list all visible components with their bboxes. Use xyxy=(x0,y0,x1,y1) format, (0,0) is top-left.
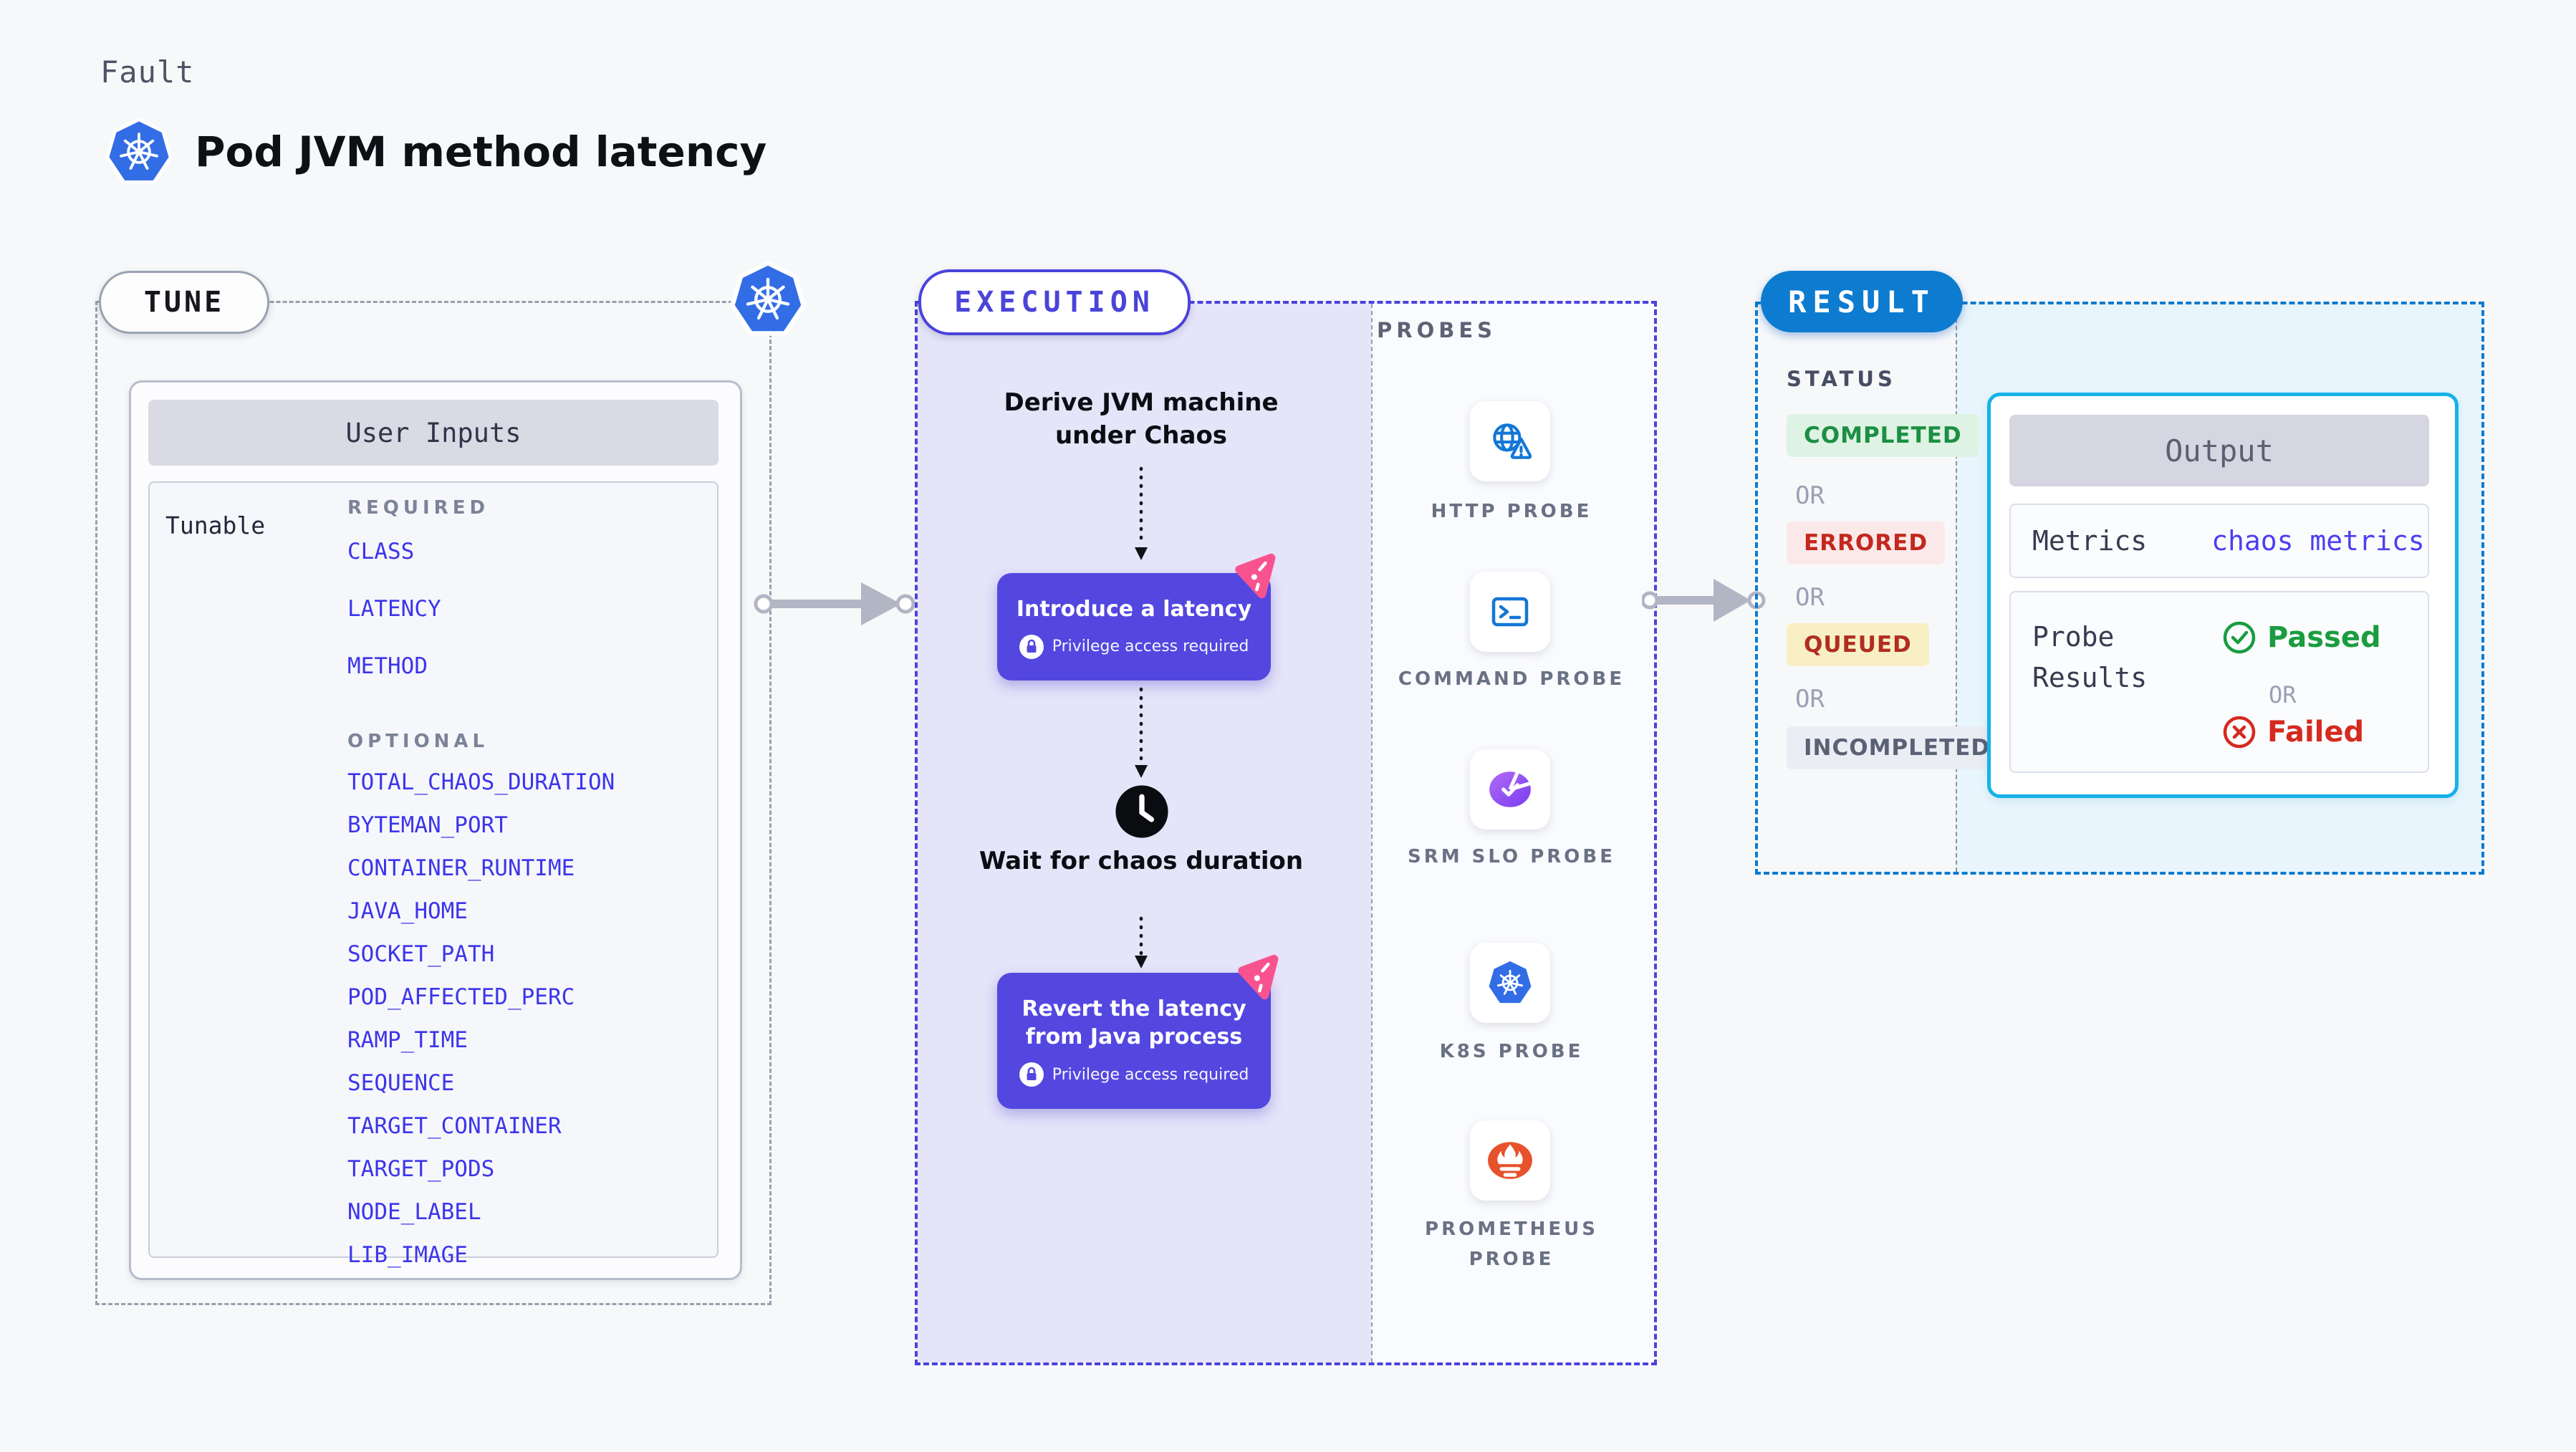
x-circle-icon xyxy=(2223,716,2256,749)
or-separator: OR xyxy=(2269,681,2297,708)
probe-card-srm-slo xyxy=(1470,749,1550,830)
parameter-column: REQUIRED CLASS LATENCY METHOD OPTIONAL T… xyxy=(347,497,615,1285)
user-inputs-list: Tunable REQUIRED CLASS LATENCY METHOD OP… xyxy=(148,481,719,1268)
param-total-chaos-duration: TOTAL_CHAOS_DURATION xyxy=(347,769,615,795)
status-column-label: STATUS xyxy=(1787,367,1896,391)
privilege-note-text: Privilege access required xyxy=(1052,1065,1249,1084)
step-derive-jvm: Derive JVM machine under Chaos xyxy=(1004,388,1279,450)
probe-label-prometheus: PROMETHEUS PROBE xyxy=(1425,1218,1598,1270)
probe-result-passed: Passed xyxy=(2223,621,2381,654)
probe-result-failed: Failed xyxy=(2223,716,2364,749)
tune-badge: TUNE xyxy=(99,271,269,334)
globe-alert-icon xyxy=(1493,423,1532,459)
execution-badge: EXECUTION xyxy=(918,269,1191,335)
dotted-arrow-down-icon xyxy=(1135,687,1148,778)
probe-results-label: Probe Results xyxy=(2032,621,2148,693)
status-badge-incompleted: INCOMPLETED xyxy=(1787,726,2008,769)
result-badge: RESULT xyxy=(1761,271,1963,332)
metrics-value: chaos metrics xyxy=(2211,525,2425,557)
probe-label-srm-slo: SRM SLO PROBE xyxy=(1408,846,1615,867)
lock-icon xyxy=(1019,1062,1044,1087)
dotted-arrow-down-icon xyxy=(1135,466,1148,560)
execution-to-result-arrow xyxy=(1642,579,1766,622)
check-circle-icon xyxy=(2223,621,2256,654)
clock-icon xyxy=(1115,785,1168,838)
step-wait-duration: Wait for chaos duration xyxy=(979,847,1304,875)
status-badge-errored: ERRORED xyxy=(1787,521,1946,564)
passed-label: Passed xyxy=(2267,621,2381,654)
kubernetes-icon xyxy=(1489,961,1532,1004)
param-socket-path: SOCKET_PATH xyxy=(347,941,495,967)
param-pod-affected-perc: POD_AFFECTED_PERC xyxy=(347,984,575,1010)
user-inputs-header: User Inputs xyxy=(148,400,719,466)
param-target-container: TARGET_CONTAINER xyxy=(347,1113,562,1139)
probe-card-http xyxy=(1470,401,1550,481)
metrics-label: Metrics xyxy=(2032,525,2148,557)
privilege-note: Privilege access required xyxy=(1019,1062,1249,1087)
probe-card-prometheus xyxy=(1470,1120,1550,1201)
param-target-pods: TARGET_PODS xyxy=(347,1156,495,1182)
step-introduce-latency-box: Introduce a latency Privilege access req… xyxy=(997,573,1271,681)
param-class: CLASS xyxy=(347,539,415,564)
kubernetes-icon xyxy=(105,117,173,184)
optional-group-label: OPTIONAL xyxy=(347,731,489,752)
slo-check-icon xyxy=(1489,771,1531,807)
required-group-label: REQUIRED xyxy=(347,497,490,519)
probes-column-label: PROBES xyxy=(1377,318,1497,342)
status-badge-queued: QUEUED xyxy=(1787,623,1929,666)
step-revert-latency-box: Revert the latency from Java process Pri… xyxy=(997,973,1271,1109)
tunable-label: Tunable xyxy=(165,511,266,539)
step-introduce-latency-title: Introduce a latency xyxy=(1016,596,1252,622)
param-byteman-port: BYTEMAN_PORT xyxy=(347,812,508,838)
param-node-label: NODE_LABEL xyxy=(347,1199,481,1225)
probe-label-http: HTTP PROBE xyxy=(1431,501,1592,522)
tune-section-frame xyxy=(95,301,772,1305)
param-sequence: SEQUENCE xyxy=(347,1070,455,1096)
fault-eyebrow-label: Fault xyxy=(100,54,195,90)
param-container-runtime: CONTAINER_RUNTIME xyxy=(347,855,575,881)
param-lib-image: LIB_IMAGE xyxy=(347,1242,468,1268)
probe-card-command xyxy=(1470,572,1550,652)
probe-label-k8s: K8S PROBE xyxy=(1439,1041,1584,1062)
output-card-header: Output xyxy=(2009,415,2429,486)
step-revert-latency-title: Revert the latency from Java process xyxy=(1022,996,1246,1049)
param-ramp-time: RAMP_TIME xyxy=(347,1027,468,1053)
probe-label-command: COMMAND PROBE xyxy=(1398,668,1625,690)
privilege-note: Privilege access required xyxy=(1019,634,1249,659)
chaos-pinwheel-icon xyxy=(1238,954,1279,1000)
metrics-row: Metrics chaos metrics xyxy=(2009,504,2429,578)
status-badge-completed: COMPLETED xyxy=(1787,414,1979,457)
param-latency: LATENCY xyxy=(347,596,441,622)
failed-label: Failed xyxy=(2267,716,2365,749)
tune-to-execution-arrow xyxy=(754,582,915,625)
chaos-pinwheel-icon xyxy=(1235,553,1276,599)
prometheus-icon xyxy=(1488,1142,1532,1179)
or-separator: OR xyxy=(1795,481,1825,510)
param-java-home: JAVA_HOME xyxy=(347,898,468,924)
or-separator: OR xyxy=(1795,583,1825,612)
output-card: Output Metrics chaos metrics Probe Resul… xyxy=(1987,393,2459,798)
lock-icon xyxy=(1019,634,1044,659)
probe-results-row: Probe Results Passed OR Failed xyxy=(2009,591,2429,773)
user-inputs-card: User Inputs Tunable REQUIRED CLASS LATEN… xyxy=(129,380,742,1280)
privilege-note-text: Privilege access required xyxy=(1052,638,1249,655)
page-title: Pod JVM method latency xyxy=(195,128,767,176)
probe-card-k8s xyxy=(1470,943,1550,1023)
param-method: METHOD xyxy=(347,653,428,679)
dotted-arrow-down-icon xyxy=(1135,916,1148,968)
terminal-icon xyxy=(1491,597,1529,627)
kubernetes-icon xyxy=(730,261,806,336)
or-separator: OR xyxy=(1795,685,1825,713)
